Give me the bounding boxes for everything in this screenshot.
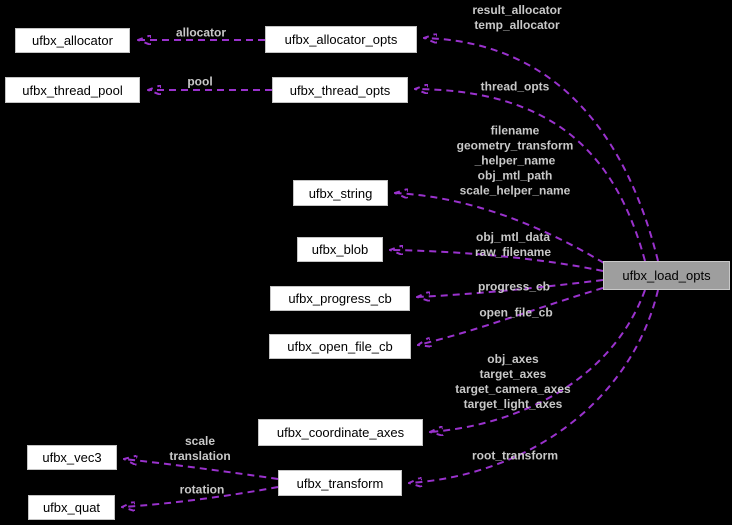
edge-root-transform [409, 289, 659, 483]
edge-label-string-members: filename geometry_transform _helper_name… [456, 123, 574, 198]
node-ufbx-allocator-opts[interactable]: ufbx_allocator_opts [265, 26, 417, 53]
edge-label-scale-translation: scale translation [169, 434, 231, 463]
node-ufbx-string[interactable]: ufbx_string [293, 180, 388, 206]
edge-label-axes-members: obj_axes target_axes target_camera_axes … [455, 352, 571, 411]
node-ufbx-quat[interactable]: ufbx_quat [28, 495, 115, 520]
node-ufbx-progress-cb[interactable]: ufbx_progress_cb [270, 286, 410, 311]
edge-axes-members [430, 289, 646, 432]
node-ufbx-transform[interactable]: ufbx_transform [278, 470, 402, 496]
edge-label-root-transform: root_transform [471, 448, 559, 463]
edge-label-thread-opts: thread_opts [480, 79, 550, 94]
node-ufbx-allocator[interactable]: ufbx_allocator [15, 28, 130, 53]
edge-string-members [395, 193, 605, 264]
edge-label-open-file-cb: open_file_cb [479, 305, 553, 320]
edge-label-pool: pool [187, 74, 213, 89]
node-ufbx-vec3[interactable]: ufbx_vec3 [27, 445, 117, 470]
node-ufbx-thread-opts[interactable]: ufbx_thread_opts [272, 77, 408, 103]
edge-result-temp-allocator [424, 38, 659, 262]
node-ufbx-blob[interactable]: ufbx_blob [297, 237, 383, 262]
edge-label-rotation: rotation [179, 482, 225, 497]
edge-scale-translation [124, 459, 279, 480]
edge-label-allocator: allocator [175, 25, 227, 40]
edge-label-progress-cb: progress_cb [477, 279, 551, 294]
node-ufbx-open-file-cb[interactable]: ufbx_open_file_cb [269, 334, 411, 359]
edge-label-blob-members: obj_mtl_data raw_filename [474, 230, 552, 259]
edge-thread-opts [415, 89, 646, 262]
edge-open-file-cb [418, 287, 604, 345]
node-ufbx-coordinate-axes[interactable]: ufbx_coordinate_axes [258, 419, 423, 446]
node-ufbx-thread-pool[interactable]: ufbx_thread_pool [5, 77, 140, 103]
node-ufbx-load-opts[interactable]: ufbx_load_opts [603, 261, 730, 290]
edge-rotation [122, 486, 279, 507]
edge-blob-members [390, 250, 604, 272]
edge-label-result-temp-allocator: result_allocator temp_allocator [472, 3, 562, 32]
